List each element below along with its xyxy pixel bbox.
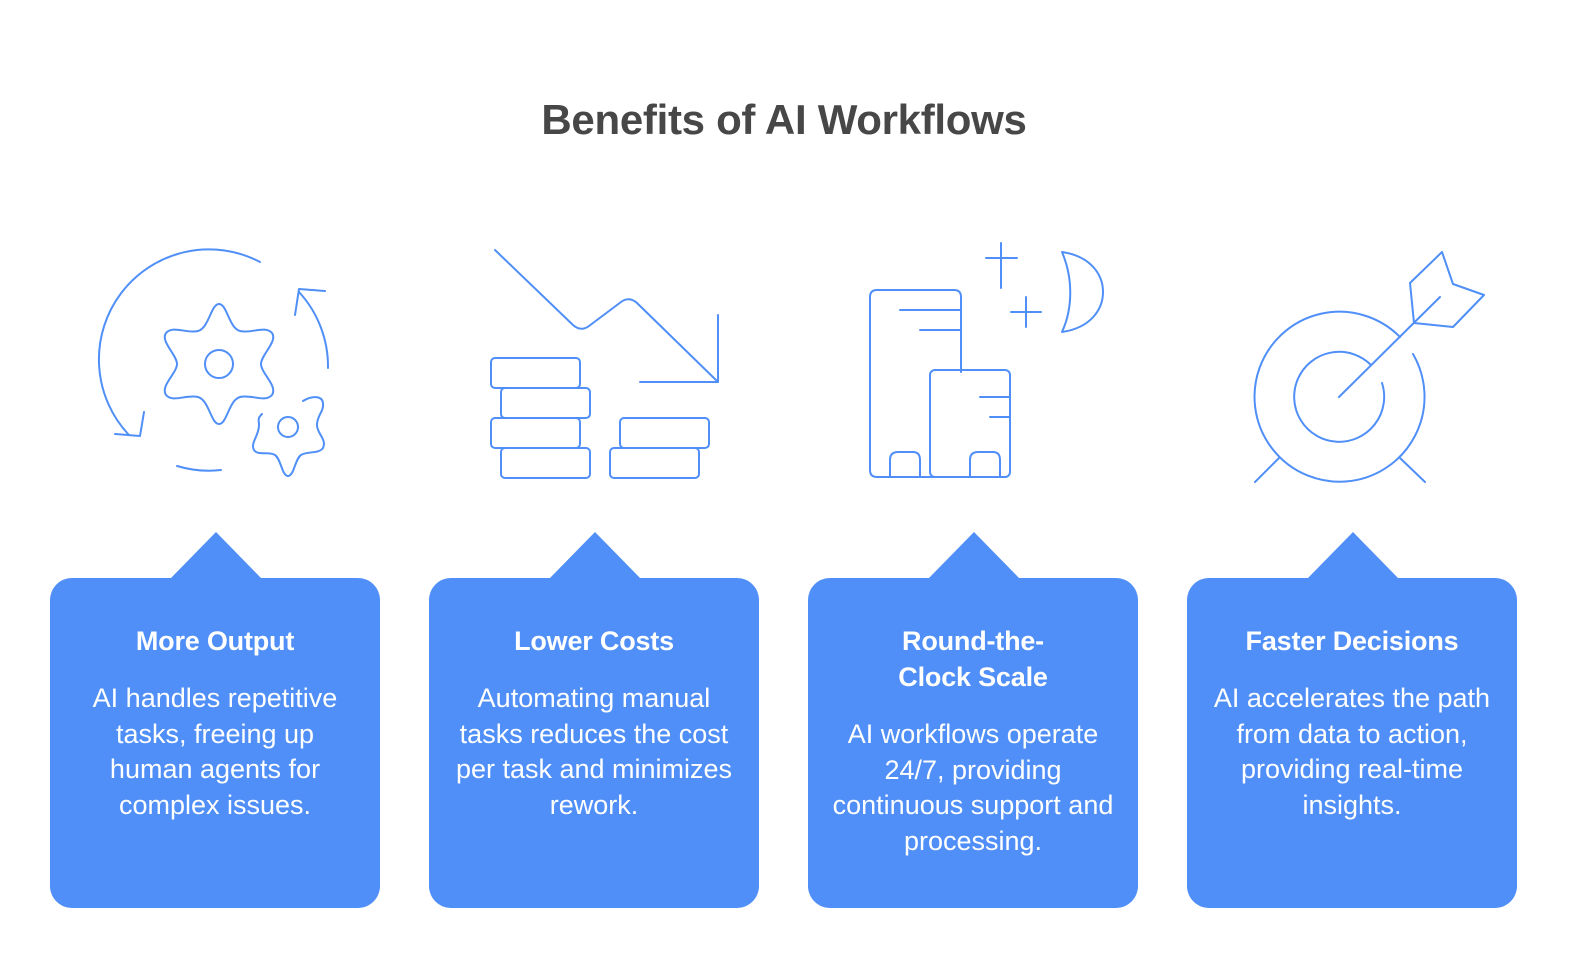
card-pointer [928, 532, 1020, 579]
card-pointer [549, 532, 641, 579]
card-description: AI accelerates the path from data to act… [1213, 683, 1491, 820]
card-body: Round-the-Clock Scale AI workflows opera… [808, 578, 1138, 908]
card-pointer [170, 532, 262, 579]
page-title: Benefits of AI Workflows [541, 96, 1027, 143]
card-description: AI workflows operate 24/7, providing con… [832, 719, 1114, 856]
card-body: Faster Decisions AI accelerates the path… [1187, 578, 1517, 908]
card-heading: Round-the-Clock Scale [898, 626, 1048, 692]
cost-down-coins-icon [470, 240, 730, 490]
card-body: More Output AI handles repetitive tasks,… [50, 578, 380, 908]
benefit-card-lower-costs: Lower Costs Automating manual tasks redu… [429, 532, 759, 908]
target-arrow-icon [1225, 240, 1485, 490]
card-pointer [1307, 532, 1399, 579]
gears-cycle-icon [90, 240, 350, 490]
benefit-card-round-the-clock: Round-the-Clock Scale AI workflows opera… [808, 532, 1138, 908]
card-description: Automating manual tasks reduces the cost… [455, 683, 733, 820]
card-description: AI handles repetitive tasks, freeing up … [92, 683, 338, 820]
card-body: Lower Costs Automating manual tasks redu… [429, 578, 759, 908]
card-heading: More Output [135, 626, 295, 656]
buildings-night-icon [845, 240, 1105, 490]
card-heading: Lower Costs [514, 626, 674, 656]
benefit-card-faster-decisions: Faster Decisions AI accelerates the path… [1187, 532, 1517, 908]
benefit-card-more-output: More Output AI handles repetitive tasks,… [50, 532, 380, 908]
card-heading: Faster Decisions [1245, 626, 1459, 656]
